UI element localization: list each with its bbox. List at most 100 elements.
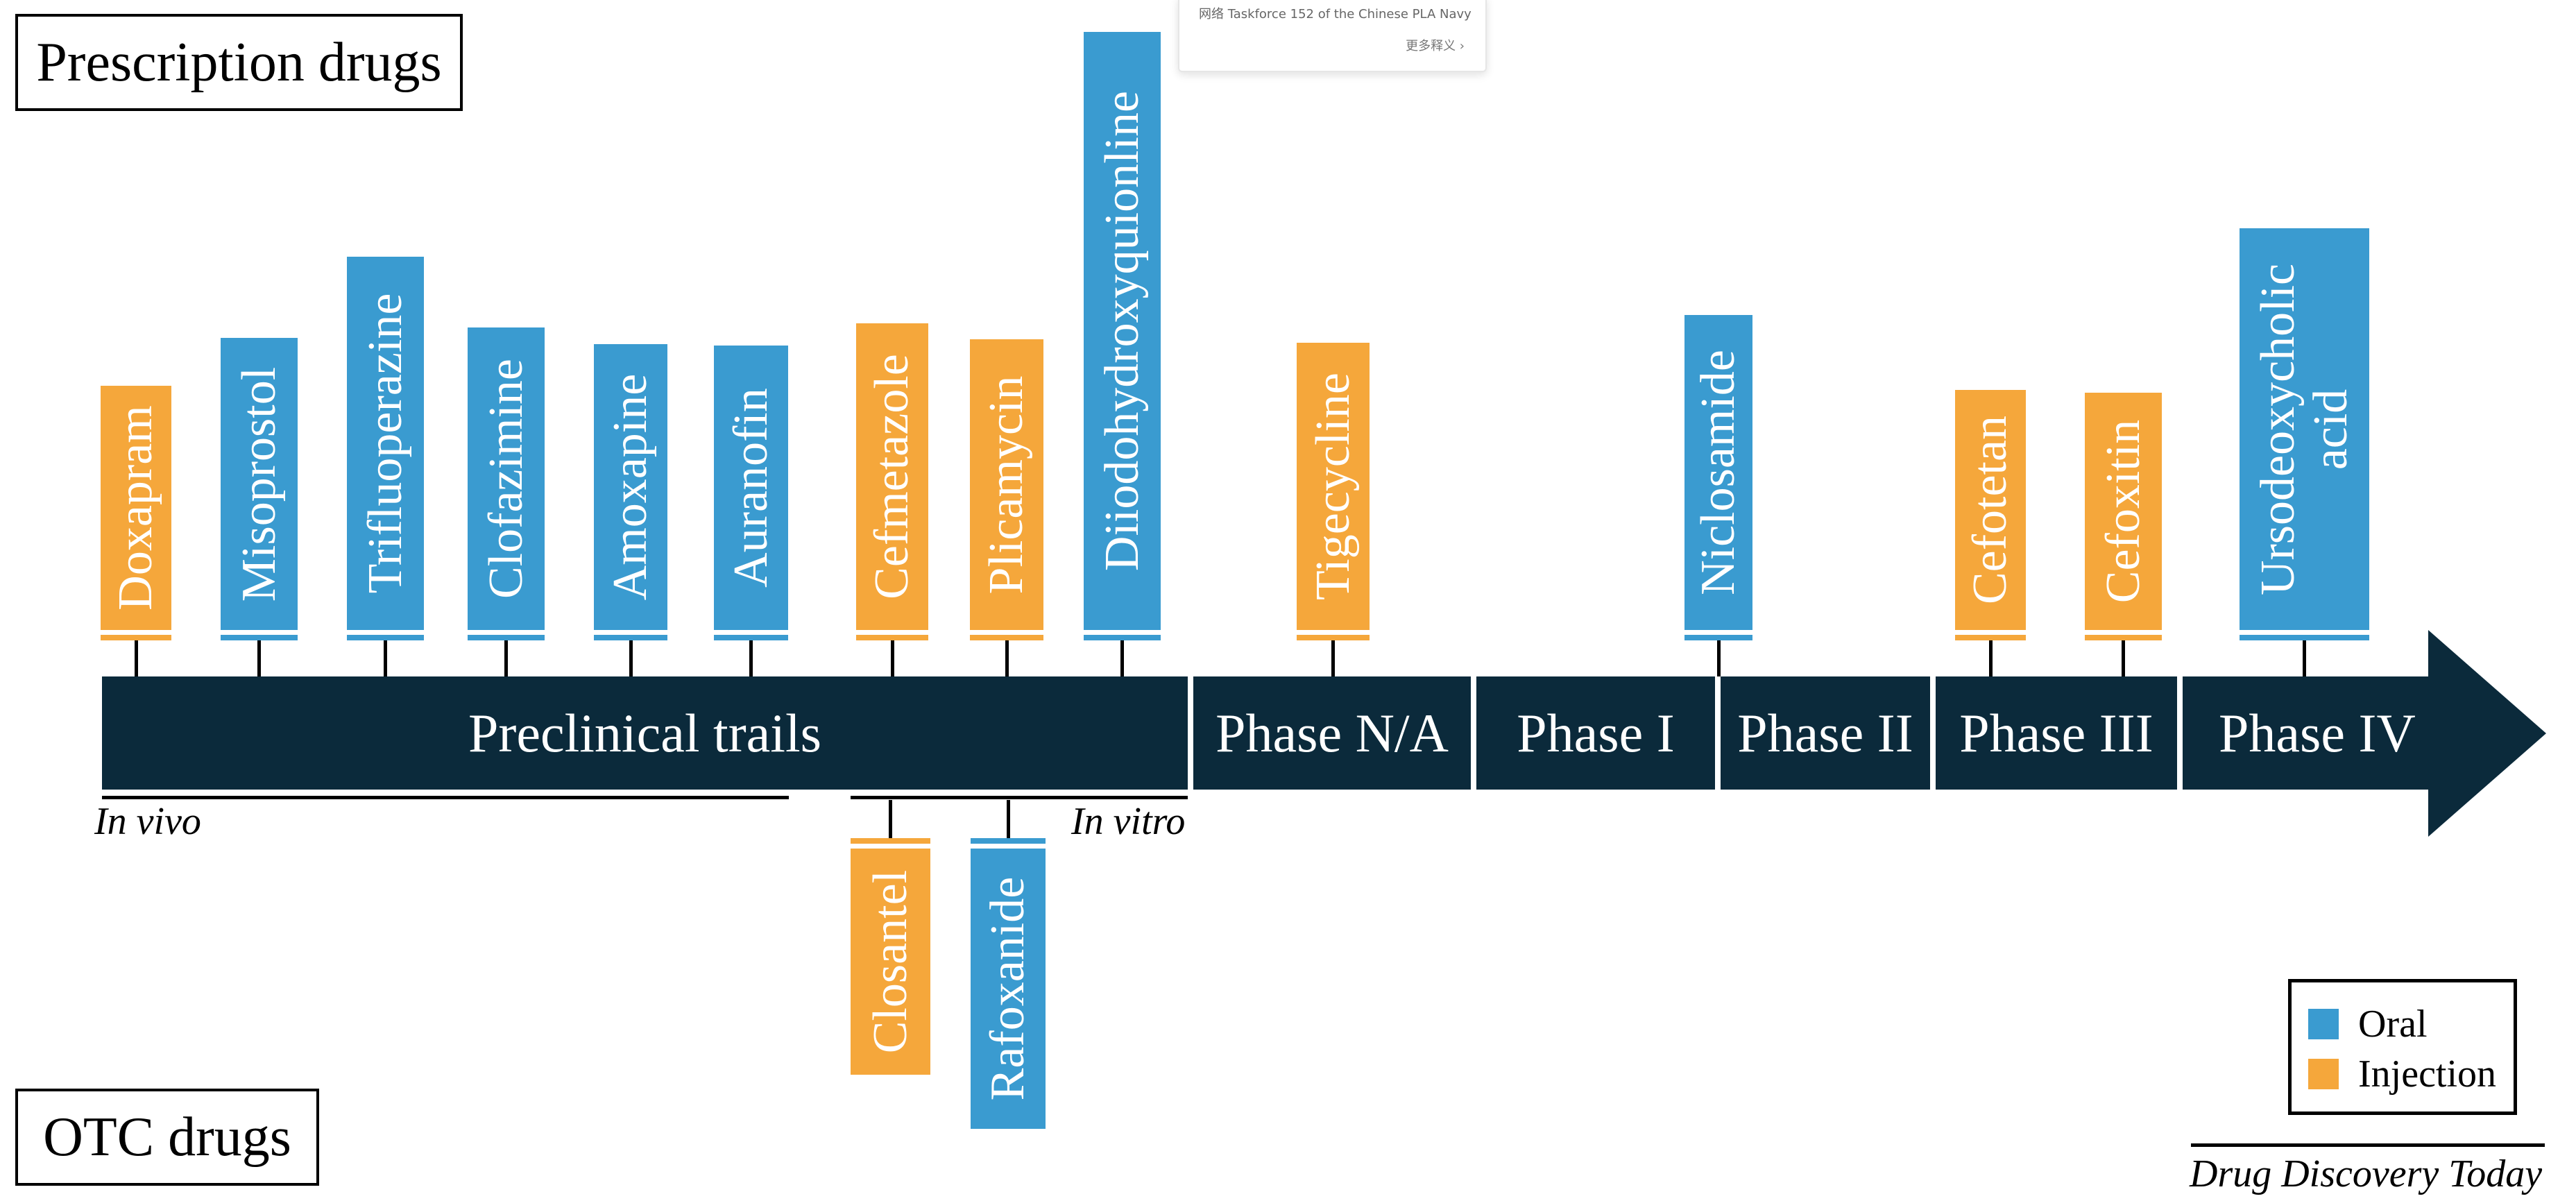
drug-connector <box>1005 640 1009 676</box>
timeline-arrowhead <box>2428 630 2546 837</box>
drug-connector <box>889 800 892 838</box>
drug-cefoxitin: Cefoxitin <box>2085 393 2162 676</box>
drug-connector <box>1120 640 1124 676</box>
legend-label-oral: Oral <box>2358 1003 2428 1046</box>
stage-phase-3: Phase III <box>1936 676 2177 790</box>
drug-bar: Clofazimine <box>468 327 545 630</box>
drug-clofazimine: Clofazimine <box>468 327 545 676</box>
drug-name: Auranofin <box>724 388 778 588</box>
stage-preclinical: Preclinical trails <box>102 676 1188 790</box>
drug-bar: Plicamycin <box>970 339 1043 630</box>
in-vitro-range-line <box>851 796 1188 799</box>
stage-phase-na: Phase N/A <box>1193 676 1471 790</box>
drug-bar: Tigecycline <box>1297 343 1370 630</box>
drug-doxapram: Doxapram <box>101 386 171 676</box>
drug-closantel: Closantel <box>851 800 930 1075</box>
drug-name: Tigecycline <box>1306 373 1360 600</box>
prescription-drugs-label: Prescription drugs <box>15 14 463 111</box>
drug-misoprostol: Misoprostol <box>221 338 298 676</box>
drug-underline <box>347 635 424 640</box>
drug-bar: Amoxapine <box>594 344 667 630</box>
drug-connector <box>1716 640 1721 676</box>
drug-underline <box>2085 635 2162 640</box>
drug-connector <box>1331 640 1335 676</box>
drug-connector <box>629 640 633 676</box>
stage-phase-1: Phase I <box>1476 676 1715 790</box>
drug-underline <box>851 838 930 844</box>
drug-connector <box>1988 640 1993 676</box>
drug-amoxapine: Amoxapine <box>594 344 667 676</box>
tooltip-more-link[interactable]: 更多释义 › <box>1406 39 1465 53</box>
in-vitro-label: In vitro <box>1071 800 1186 843</box>
drug-name: Cefotetan <box>1963 415 2017 605</box>
drug-connector <box>134 640 138 676</box>
drug-underline <box>714 635 788 640</box>
drug-underline <box>1084 635 1161 640</box>
drug-connector <box>890 640 894 676</box>
drug-trifluoperazine: Trifluoperazine <box>347 257 424 676</box>
drug-connector <box>257 640 261 676</box>
drug-bar: Misoprostol <box>221 338 298 630</box>
stage-phase-2: Phase II <box>1721 676 1930 790</box>
drug-underline <box>221 635 298 640</box>
drug-connector <box>504 640 508 676</box>
drug-name: Clofazimine <box>479 358 533 599</box>
translation-tooltip: 网络 Taskforce 152 of the Chinese PLA Navy… <box>1178 0 1487 72</box>
drug-bar: Auranofin <box>714 346 788 630</box>
drug-bar: Niclosamide <box>1684 315 1752 630</box>
drug-name: Amoxapine <box>604 373 657 601</box>
drug-bar: Closantel <box>851 849 930 1075</box>
drug-underline <box>970 635 1043 640</box>
drug-cefotetan: Cefotetan <box>1955 390 2026 676</box>
in-vivo-label: In vivo <box>94 800 201 843</box>
drug-rafoxanide: Rafoxanide <box>971 800 1046 1129</box>
journal-credit: Drug Discovery Today <box>2190 1152 2543 1195</box>
drug-name: Misoprostol <box>232 366 286 602</box>
drug-name: Cefmetazole <box>865 354 919 599</box>
drug-underline <box>594 635 667 640</box>
drug-bar: Diiodohydroxyquionline <box>1084 32 1161 630</box>
drug-name: Rafoxanide <box>981 876 1034 1101</box>
drug-tigecycline: Tigecycline <box>1297 343 1370 676</box>
drug-underline <box>1955 635 2026 640</box>
tooltip-text: 网络 Taskforce 152 of the Chinese PLA Navy <box>1199 7 1472 22</box>
stage-phase-4: Phase IV <box>2183 676 2432 790</box>
drug-underline <box>1684 635 1752 640</box>
legend-item-injection: Injection <box>2308 1052 2496 1096</box>
legend: Oral Injection <box>2288 979 2517 1115</box>
drug-name: Trifluoperazine <box>358 293 412 594</box>
legend-item-oral: Oral <box>2308 1002 2428 1046</box>
legend-swatch-injection <box>2308 1059 2339 1089</box>
drug-connector <box>2122 640 2125 676</box>
drug-name: Plicamycin <box>980 375 1033 594</box>
drug-underline <box>1297 635 1370 640</box>
drug-auranofin: Auranofin <box>714 346 788 676</box>
drug-connector <box>749 640 753 676</box>
drug-connector <box>384 640 387 676</box>
drug-name: Niclosamide <box>1691 350 1745 595</box>
drug-bar: Doxapram <box>101 386 171 630</box>
drug-underline <box>468 635 545 640</box>
drug-bar: Cefotetan <box>1955 390 2026 630</box>
drug-underline <box>101 635 171 640</box>
drug-name: Cefoxitin <box>2096 419 2150 604</box>
in-vivo-range-line <box>102 796 789 799</box>
drug-underline <box>856 635 928 640</box>
drug-name: Closantel <box>863 869 917 1054</box>
drug-underline <box>2240 635 2369 640</box>
drug-connector <box>1006 800 1010 838</box>
drug-name: Diiodohydroxyquionline <box>1095 90 1149 572</box>
drug-diiodohydroxyquionline: Diiodohydroxyquionline <box>1084 32 1161 676</box>
drug-underline <box>971 838 1046 844</box>
credit-divider <box>2191 1143 2545 1147</box>
drug-name: Doxapram <box>109 405 162 611</box>
drug-bar: Cefoxitin <box>2085 393 2162 630</box>
drug-cefmetazole: Cefmetazole <box>856 323 928 676</box>
legend-label-injection: Injection <box>2358 1053 2497 1096</box>
otc-drugs-label: OTC drugs <box>15 1089 319 1186</box>
drug-bar: Rafoxanide <box>971 849 1046 1129</box>
